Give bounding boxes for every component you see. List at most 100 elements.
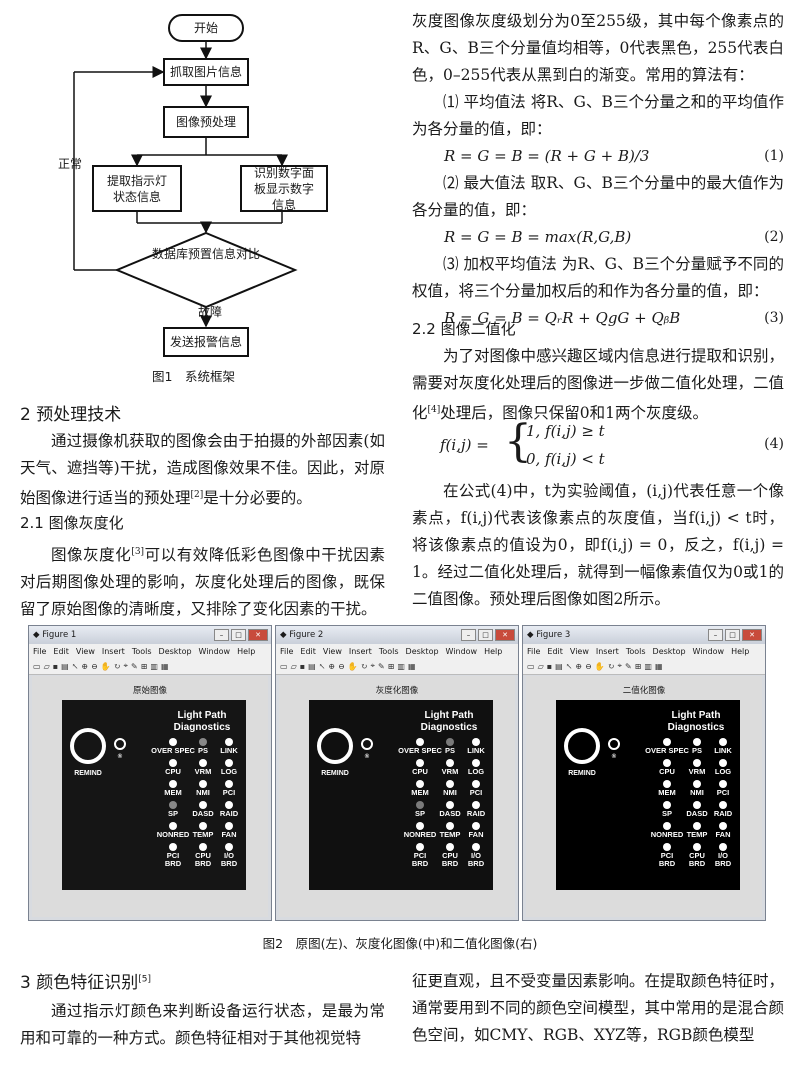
colorbar-icon[interactable]: ▥ xyxy=(397,661,405,671)
rotate-icon[interactable]: ↻ xyxy=(360,661,368,671)
menu-desktop[interactable]: Desktop xyxy=(652,646,686,656)
indicator-label: PS xyxy=(445,746,455,755)
datatip-icon[interactable]: ⌖ xyxy=(370,661,375,670)
new-icon[interactable]: ▭ xyxy=(527,661,535,671)
rotate-icon[interactable]: ↻ xyxy=(113,661,121,671)
close-icon[interactable]: ✕ xyxy=(495,629,515,641)
new-icon[interactable]: ▭ xyxy=(33,661,41,671)
datatip-icon[interactable]: ⌖ xyxy=(123,661,128,670)
menu-file[interactable]: File xyxy=(33,646,47,656)
indicator-led xyxy=(446,801,454,809)
legend-icon[interactable]: ▦ xyxy=(160,661,169,671)
menu-help[interactable]: Help xyxy=(237,646,256,656)
indicator-led xyxy=(416,801,424,809)
menu-window[interactable]: Window xyxy=(445,646,478,656)
link-icon[interactable]: ⊞ xyxy=(387,661,395,671)
close-icon[interactable]: ✕ xyxy=(742,629,762,641)
colorbar-icon[interactable]: ▥ xyxy=(150,661,158,671)
indicator-label: BRD xyxy=(659,859,676,868)
menu-view[interactable]: View xyxy=(75,646,95,656)
brush-icon[interactable]: ✎ xyxy=(625,661,632,671)
menu-help[interactable]: Help xyxy=(484,646,503,656)
zoom-out-icon[interactable]: ⊖ xyxy=(338,661,345,671)
pan-icon[interactable]: ✋ xyxy=(100,661,111,671)
menu-window[interactable]: Window xyxy=(692,646,725,656)
zoom-out-icon[interactable]: ⊖ xyxy=(585,661,592,671)
menu-window[interactable]: Window xyxy=(198,646,231,656)
indicator-label: OVER SPEC xyxy=(645,746,689,755)
print-icon[interactable]: ▤ xyxy=(308,661,316,671)
pan-icon[interactable]: ✋ xyxy=(594,661,605,671)
indicator-label: NMI xyxy=(690,788,704,797)
equation-2: R = G = B = max(R,G,B)(2) xyxy=(444,228,784,246)
method-max: ⑵ 最大值法 取R、G、B三个分量中的最大值作为各分量的值，即： xyxy=(412,174,784,219)
new-icon[interactable]: ▭ xyxy=(280,661,288,671)
indicator-led xyxy=(472,759,480,767)
menu-tools[interactable]: Tools xyxy=(625,646,646,656)
zoom-out-icon[interactable]: ⊖ xyxy=(91,661,98,671)
flow-recognize-digits: 识别数字面板显示数字信息 xyxy=(240,165,328,212)
maximize-icon[interactable]: □ xyxy=(725,629,740,641)
indicator-led xyxy=(693,780,701,788)
menu-edit[interactable]: Edit xyxy=(547,646,563,656)
zoom-in-icon[interactable]: ⊕ xyxy=(575,661,583,671)
flow-fault-label: 故障 xyxy=(198,305,223,319)
brush-icon[interactable]: ✎ xyxy=(378,661,385,671)
menu-file[interactable]: File xyxy=(280,646,294,656)
indicator-led xyxy=(225,843,233,851)
minimize-icon[interactable]: – xyxy=(708,629,723,641)
link-icon[interactable]: ⊞ xyxy=(140,661,148,671)
open-icon[interactable]: ▱ xyxy=(290,661,297,671)
datatip-icon[interactable]: ⌖ xyxy=(617,661,622,670)
zoom-in-icon[interactable]: ⊕ xyxy=(328,661,336,671)
brush-icon[interactable]: ✎ xyxy=(131,661,138,671)
close-icon[interactable]: ✕ xyxy=(248,629,268,641)
minimize-icon[interactable]: – xyxy=(461,629,476,641)
menu-view[interactable]: View xyxy=(322,646,342,656)
menu-tools[interactable]: Tools xyxy=(378,646,399,656)
pointer-icon[interactable]: ↖ xyxy=(565,661,573,671)
menu-insert[interactable]: Insert xyxy=(595,646,619,656)
maximize-icon[interactable]: □ xyxy=(478,629,493,641)
pointer-icon[interactable]: ↖ xyxy=(71,661,79,671)
open-icon[interactable]: ▱ xyxy=(43,661,50,671)
print-icon[interactable]: ▤ xyxy=(61,661,69,671)
zoom-in-icon[interactable]: ⊕ xyxy=(81,661,89,671)
minimize-icon[interactable]: – xyxy=(214,629,229,641)
legend-icon[interactable]: ▦ xyxy=(407,661,416,671)
indicator-led xyxy=(663,759,671,767)
pan-icon[interactable]: ✋ xyxy=(347,661,358,671)
save-icon[interactable]: ▪ xyxy=(52,661,59,671)
menu-help[interactable]: Help xyxy=(731,646,750,656)
indicator-led xyxy=(199,780,207,788)
pointer-icon[interactable]: ↖ xyxy=(318,661,326,671)
panel-header-2: Diagnostics xyxy=(668,722,725,733)
rotate-icon[interactable]: ↻ xyxy=(607,661,615,671)
menu-file[interactable]: File xyxy=(527,646,541,656)
maximize-icon[interactable]: □ xyxy=(231,629,246,641)
link-icon[interactable]: ⊞ xyxy=(634,661,642,671)
menu-insert[interactable]: Insert xyxy=(348,646,372,656)
menu-tools[interactable]: Tools xyxy=(131,646,152,656)
menu-edit[interactable]: Edit xyxy=(53,646,69,656)
legend-icon[interactable]: ▦ xyxy=(654,661,663,671)
indicator-led xyxy=(199,759,207,767)
indicator-label: I/O xyxy=(718,851,728,860)
indicator-label: BRD xyxy=(715,859,732,868)
section22-body: 为了对图像中感兴趣区域内信息进行提取和识别，需要对灰度化处理后的图像进一步做二值… xyxy=(412,347,785,423)
save-icon[interactable]: ▪ xyxy=(299,661,306,671)
save-icon[interactable]: ▪ xyxy=(546,661,553,671)
menu-view[interactable]: View xyxy=(569,646,589,656)
open-icon[interactable]: ▱ xyxy=(537,661,544,671)
menu-desktop[interactable]: Desktop xyxy=(405,646,439,656)
indicator-label: BRD xyxy=(165,859,182,868)
print-icon[interactable]: ▤ xyxy=(555,661,563,671)
colorbar-icon[interactable]: ▥ xyxy=(644,661,652,671)
equation-4: f(i,j) = { 1, f(i,j) ≥ t 0, f(i,j) < t (… xyxy=(440,416,784,468)
menu-desktop[interactable]: Desktop xyxy=(158,646,192,656)
menu-edit[interactable]: Edit xyxy=(300,646,316,656)
menu-insert[interactable]: Insert xyxy=(101,646,125,656)
